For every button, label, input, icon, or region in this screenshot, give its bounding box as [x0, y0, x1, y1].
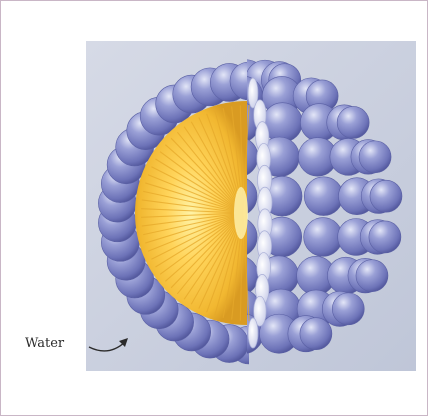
head-group-sphere	[356, 260, 388, 292]
head-group-sphere	[337, 106, 369, 138]
water-label: Water	[25, 336, 64, 351]
head-group-sphere	[304, 218, 343, 257]
head-group-sphere	[332, 293, 364, 325]
head-group-sphere	[359, 141, 391, 173]
head-group-sphere	[369, 221, 401, 253]
head-group-sphere	[300, 318, 332, 350]
head-group-sphere	[370, 180, 402, 212]
cut-face	[248, 318, 258, 348]
head-group-sphere	[304, 177, 343, 216]
